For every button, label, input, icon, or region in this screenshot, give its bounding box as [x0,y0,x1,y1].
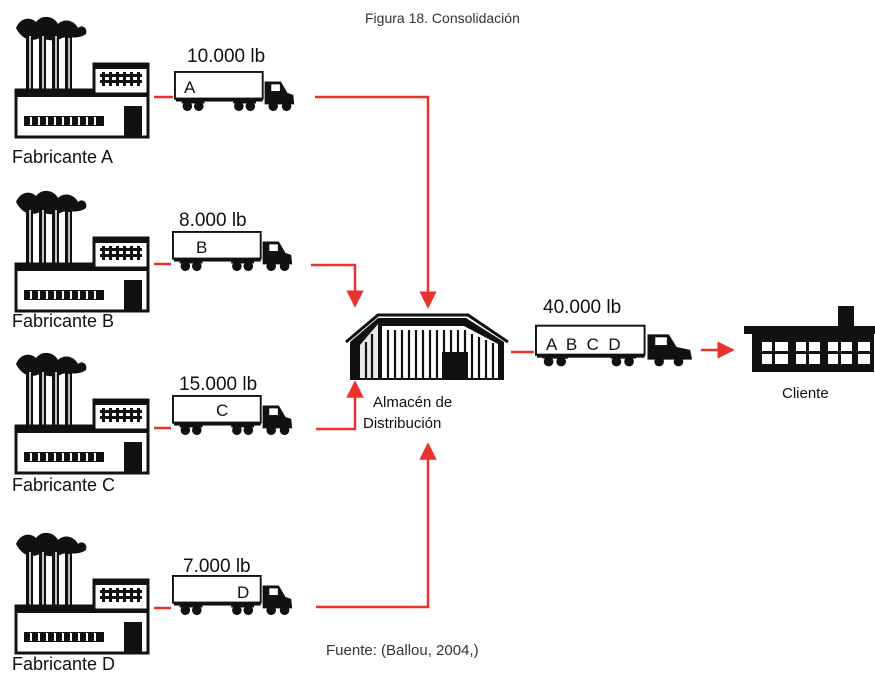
load-weight: 10.000 lb [187,46,265,67]
factory-icon [14,15,150,139]
manufacturer-c: Fabricante C 15.000 lb C [12,351,364,495]
consolidated-shipment: 40.000 lb A B C D [511,297,735,368]
customer-label: Cliente [782,385,829,402]
warehouse-label: Distribución [363,415,441,432]
load-weight: 15.000 lb [179,374,257,395]
truck-cargo-label: A [184,78,196,97]
manufacturer-label: Fabricante B [12,311,114,331]
truck-icon [172,231,294,273]
manufacturer-label: Fabricante D [12,654,115,673]
distribution-warehouse: Almacén de Distribución [345,313,509,432]
manufacturer-d: Fabricante D 7.000 lb D [12,442,437,673]
flow-arrow [311,263,364,308]
factory-icon [14,351,150,475]
load-weight: 8.000 lb [179,210,247,231]
store-icon [744,306,875,372]
figure-caption: Figura 18. Consolidación [365,10,520,26]
warehouse-icon [345,313,509,380]
warehouse-label: Almacén de [373,394,452,411]
flow-arrow [316,442,437,609]
truck-cargo-label: C [216,401,228,420]
figure-source: Fuente: (Ballou, 2004,) [326,642,479,659]
flow-arrow [315,95,437,309]
manufacturer-b: Fabricante B 8.000 lb B [12,189,364,331]
factory-icon [14,531,150,655]
manufacturer-label: Fabricante C [12,475,115,495]
customer: Cliente [744,306,875,402]
truck-cargo-label: B [196,238,207,257]
consolidated-load-weight: 40.000 lb [543,297,621,318]
factory-icon [14,189,150,313]
truck-cargo-label: A B C D [546,335,621,354]
flow-arrow [316,380,364,431]
manufacturer-a: Fabricante A 10.000 lb A [12,15,437,309]
truck-icon [172,395,294,437]
truck-cargo-label: D [237,583,249,602]
manufacturer-label: Fabricante A [12,147,113,167]
truck-icon [172,575,294,617]
load-weight: 7.000 lb [183,556,251,577]
